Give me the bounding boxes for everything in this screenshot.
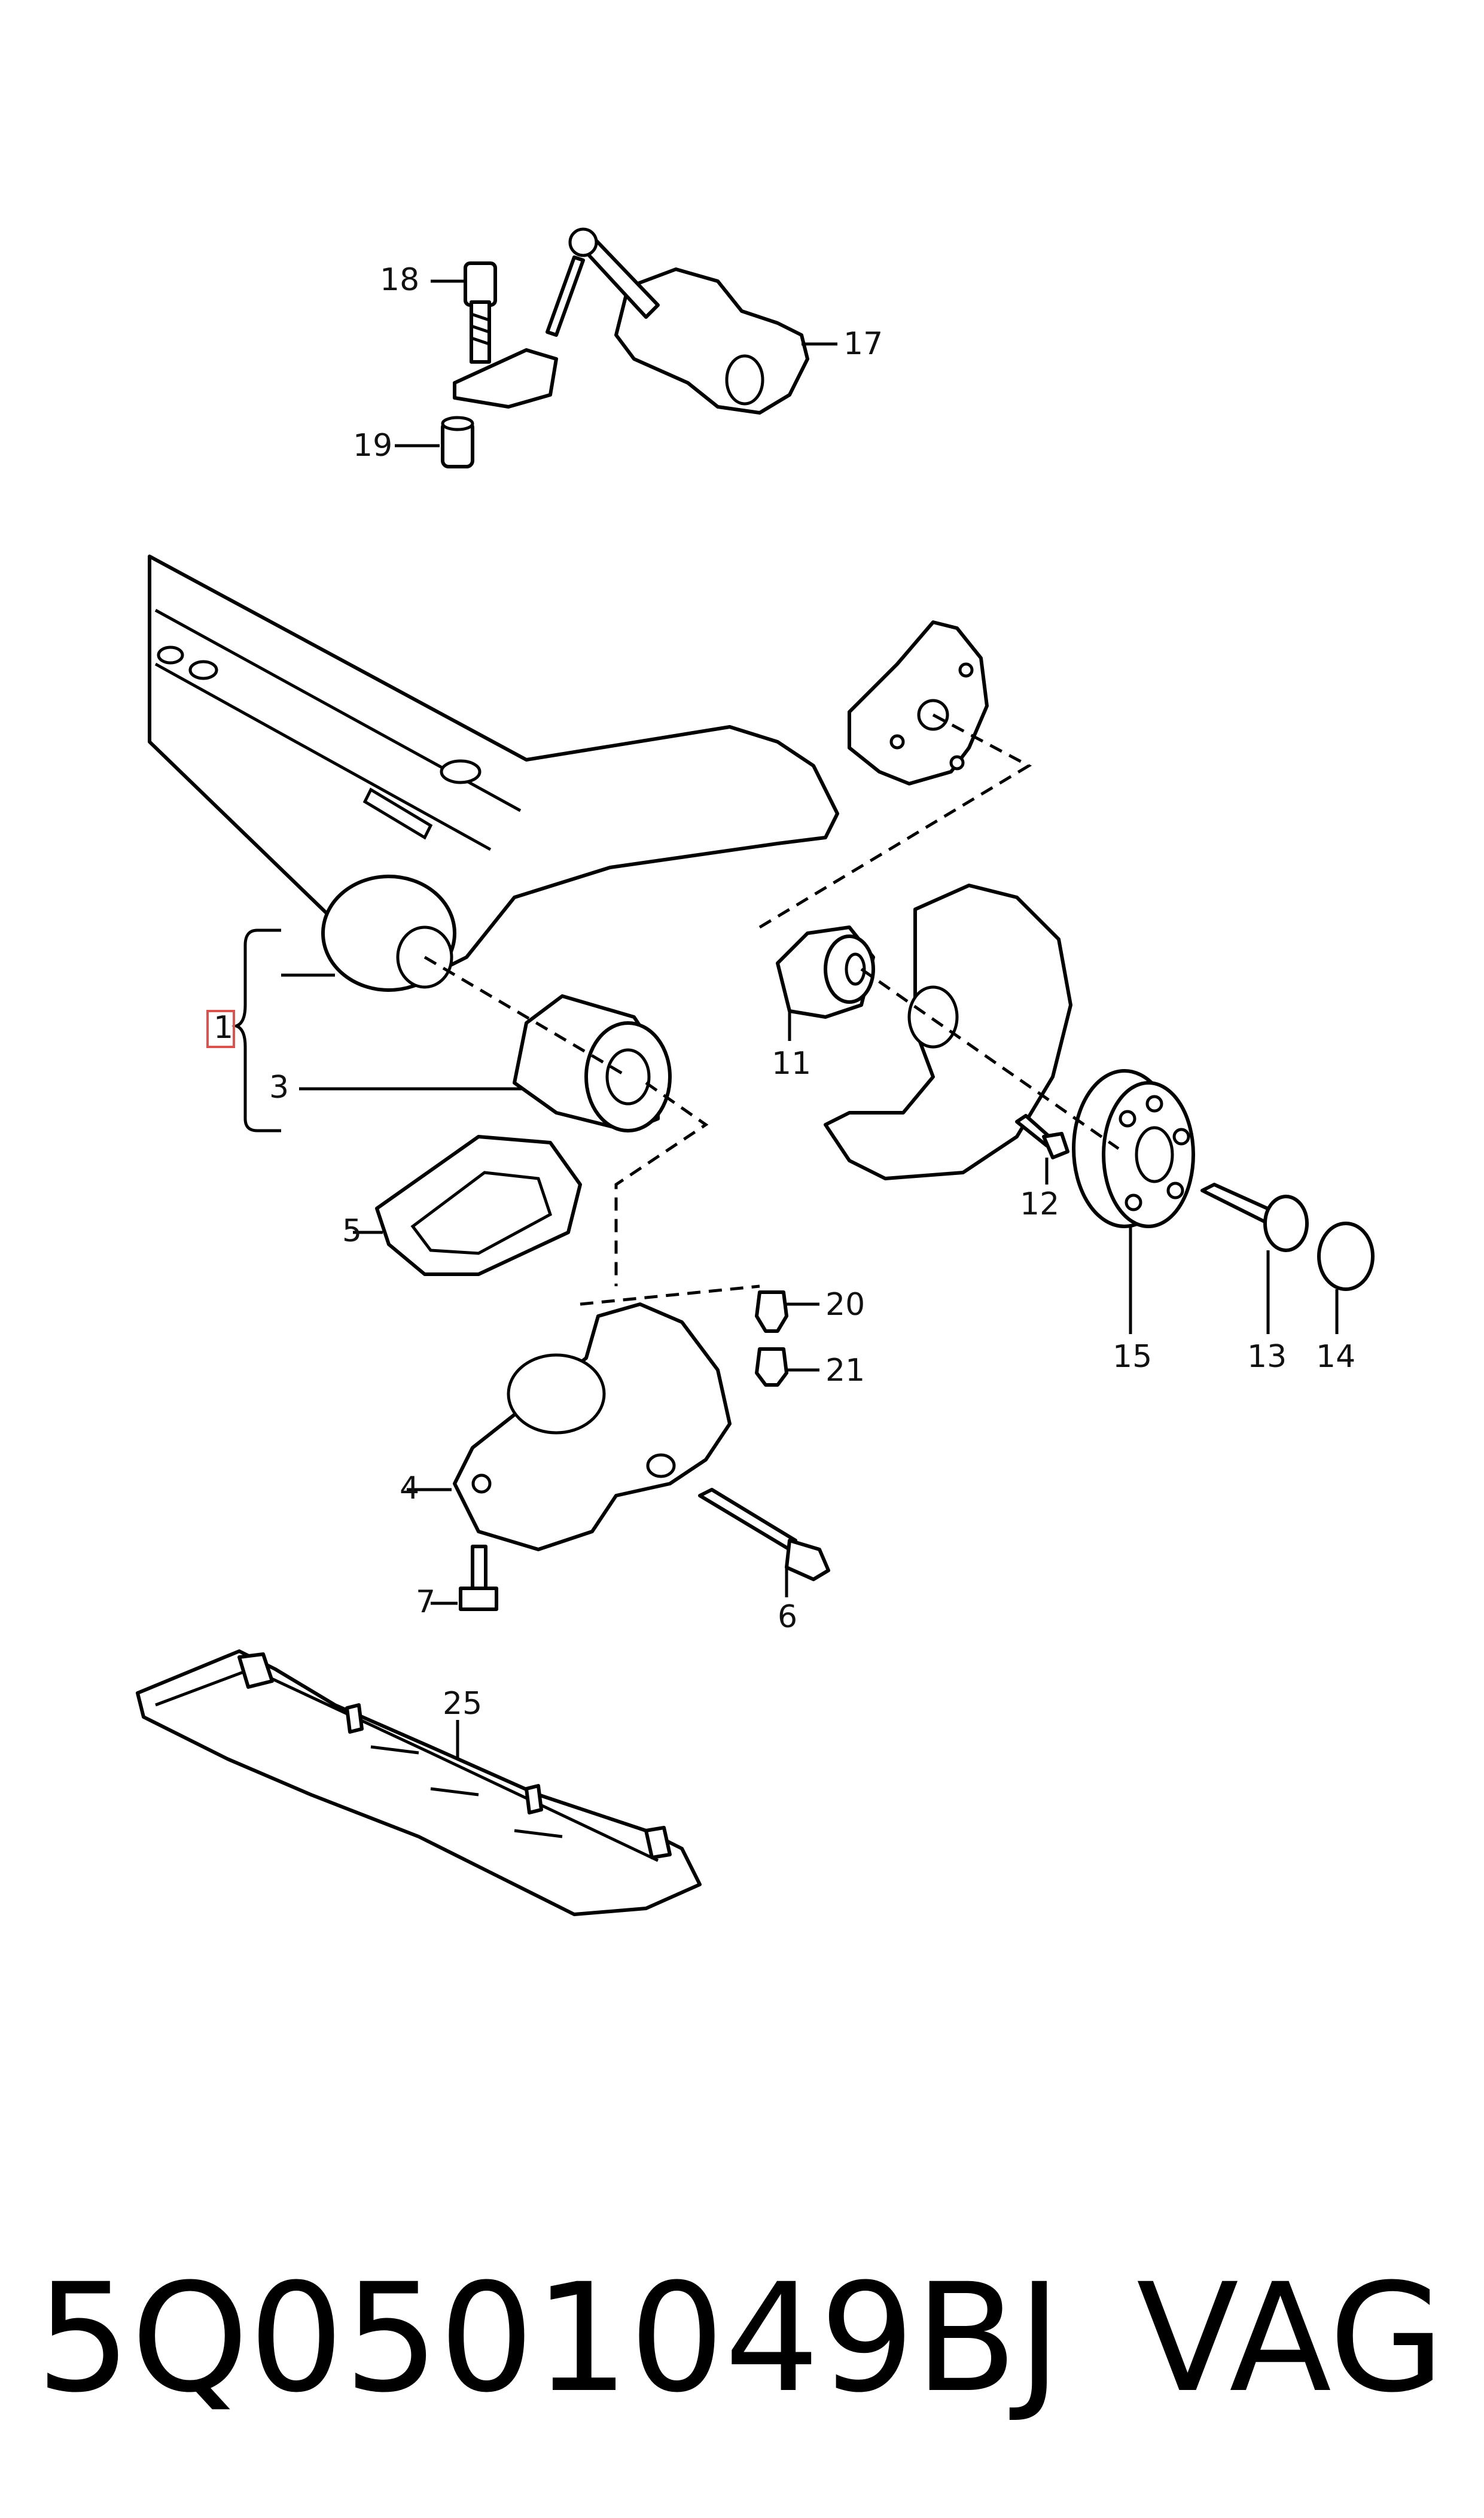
hub-bolt-13	[1200, 1183, 1309, 1334]
rivet-nut-19	[441, 416, 474, 468]
callout-4: 4	[400, 1470, 419, 1506]
dust-cap-14	[1317, 1222, 1375, 1334]
callout-1-highlight	[206, 1010, 235, 1048]
axle-bushing-3	[513, 994, 672, 1132]
callout-brace-1-3	[231, 928, 538, 1132]
mounting-pad-5	[353, 1135, 582, 1276]
bolt-20	[755, 1290, 819, 1333]
callout-3: 3	[269, 1070, 289, 1106]
underbody-cover-25	[136, 1649, 702, 1916]
alignment-lines	[423, 713, 1120, 1306]
sensor-bushing	[725, 354, 764, 406]
callout-19: 19	[353, 428, 392, 464]
axle-cross-beam	[148, 555, 839, 983]
callout-14: 14	[1316, 1339, 1355, 1375]
callout-7: 7	[416, 1584, 435, 1620]
rear-axle-beam	[148, 555, 989, 992]
bolt-7	[459, 1545, 498, 1611]
callout-5: 5	[342, 1213, 362, 1249]
callout-15: 15	[1113, 1339, 1152, 1375]
callout-20: 20	[825, 1287, 865, 1323]
callout-1: 1	[214, 1010, 233, 1046]
level-sensor-assembly	[395, 227, 837, 468]
wheel-hub-assembly	[776, 884, 1375, 1334]
callout-labels: 1 3 4 5 6 7 11 12 13 14 15 17 18 19 20 2…	[206, 262, 1355, 1722]
screw-12	[1015, 1114, 1069, 1185]
callout-18: 18	[380, 262, 419, 298]
callout-12: 12	[1020, 1186, 1059, 1222]
callout-13: 13	[1247, 1339, 1287, 1375]
axle-wheel-flange	[848, 620, 989, 785]
sensor-coupling-rod	[546, 255, 585, 337]
long-bolt-6	[698, 1488, 830, 1597]
bolt-18	[464, 261, 497, 364]
wheel-hub-15	[1072, 1069, 1195, 1334]
callout-21: 21	[825, 1353, 865, 1389]
callout-11: 11	[772, 1046, 811, 1082]
bolt-21	[755, 1347, 819, 1387]
sensor-bracket	[453, 348, 558, 409]
lever-pivot	[568, 227, 598, 257]
part-number: 5Q0501049BJ	[36, 2251, 1061, 2425]
callout-25: 25	[443, 1686, 482, 1722]
callout-6: 6	[778, 1599, 797, 1635]
footer: 5Q0501049BJ VAG	[36, 2251, 1445, 2425]
callout-17: 17	[843, 326, 883, 362]
brand-name: VAG	[1136, 2251, 1445, 2425]
mounting-bracket-4	[407, 1302, 732, 1611]
